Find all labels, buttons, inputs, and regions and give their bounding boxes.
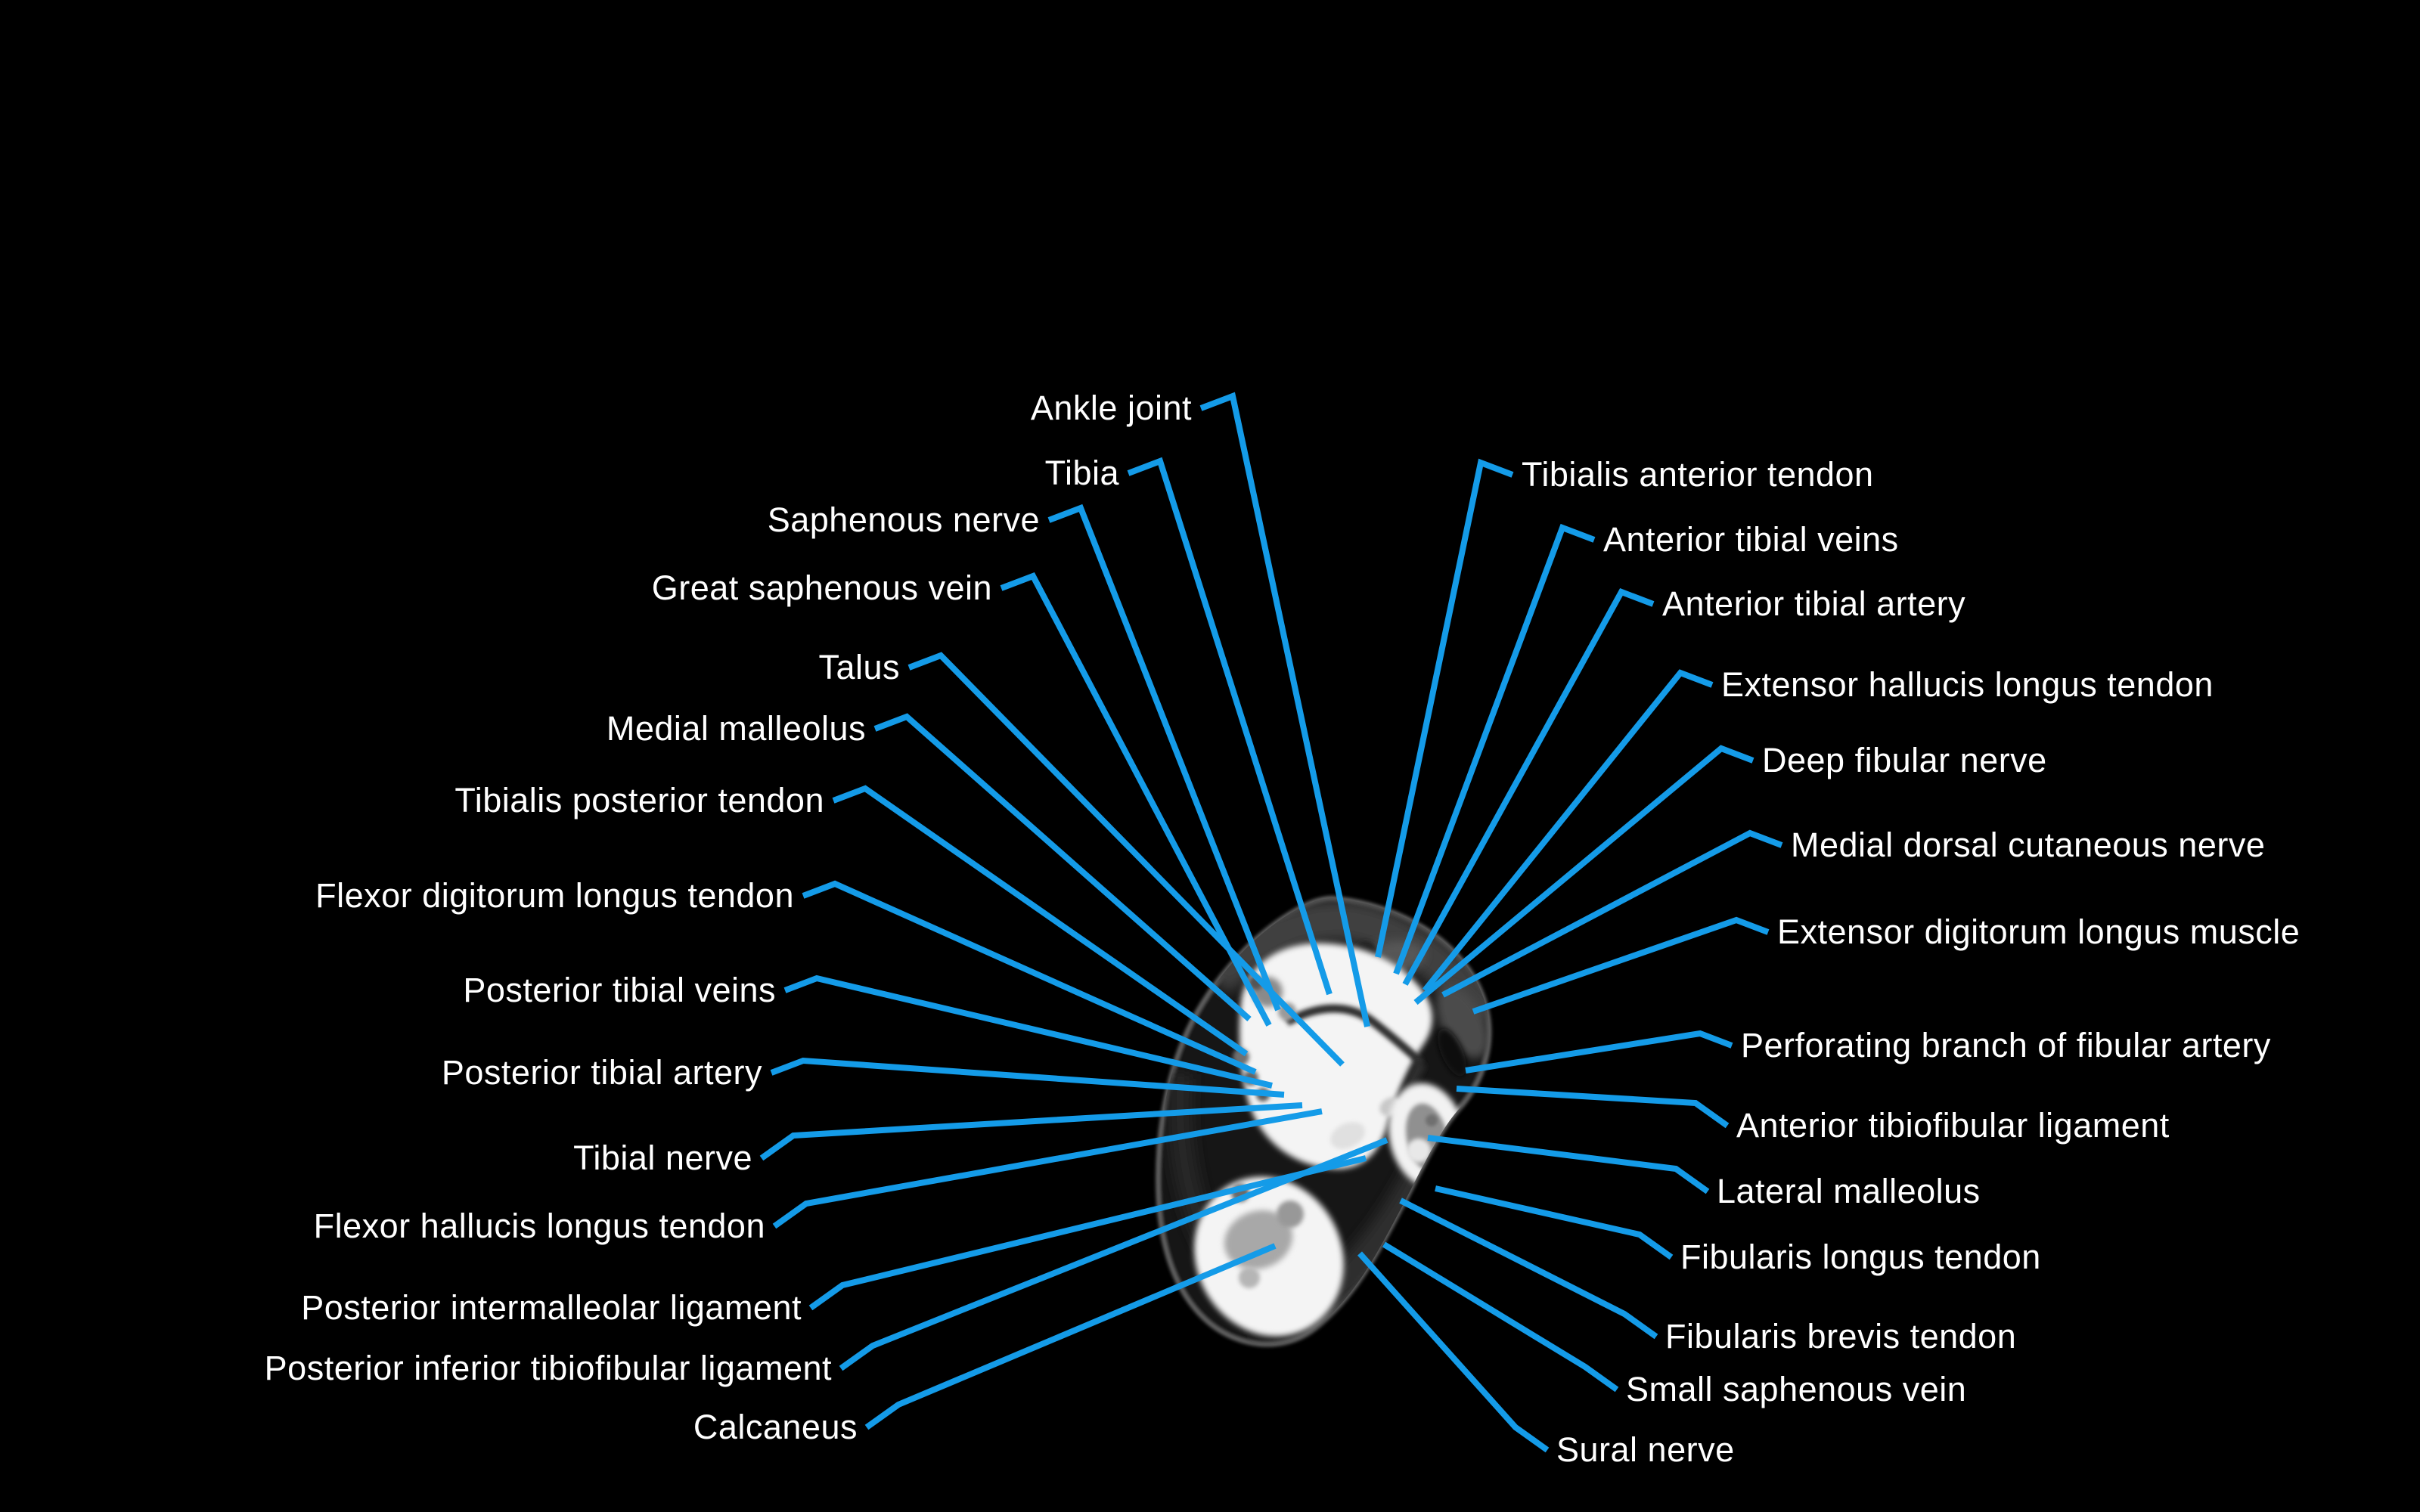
label-medial-malleolus: Medial malleolus bbox=[606, 709, 866, 748]
label-tibial-nerve: Tibial nerve bbox=[573, 1139, 752, 1178]
leader-line-medial-dorsal-cutaneous-nerve bbox=[1441, 829, 1783, 998]
label-anterior-tibial-artery: Anterior tibial artery bbox=[1662, 584, 1966, 624]
ankle-joint-line bbox=[1285, 1004, 1425, 1067]
label-lateral-malleolus: Lateral malleolus bbox=[1717, 1172, 1981, 1211]
label-anterior-tibial-veins: Anterior tibial veins bbox=[1603, 520, 1899, 559]
leader-line-sural-nerve bbox=[1357, 1251, 1550, 1453]
leader-line-tibial-nerve bbox=[759, 1102, 1303, 1161]
leader-line-anterior-tibiofibular-ligament bbox=[1456, 1086, 1730, 1129]
leader-line-posterior-inferior-tibiofibular-ligament bbox=[839, 1137, 1388, 1371]
calcaneus-trabecular-gray bbox=[1224, 1210, 1293, 1270]
leader-line-lateral-malleolus bbox=[1427, 1135, 1710, 1194]
anterolateral-dark-gap bbox=[1438, 1028, 1466, 1077]
ct-image bbox=[1156, 895, 1492, 1347]
label-anterior-tibiofibular-ligament: Anterior tibiofibular ligament bbox=[1736, 1106, 2170, 1145]
label-small-saphenous-vein: Small saphenous vein bbox=[1626, 1370, 1967, 1409]
label-tibialis-anterior-tendon: Tibialis anterior tendon bbox=[1522, 455, 1874, 494]
leader-line-calcaneus bbox=[864, 1243, 1277, 1430]
leader-line-anterior-tibial-artery bbox=[1402, 588, 1655, 986]
leader-line-posterior-tibial-veins bbox=[783, 974, 1273, 1089]
leader-line-small-saphenous-vein bbox=[1382, 1241, 1619, 1393]
leader-line-talus bbox=[908, 652, 1345, 1067]
label-calcaneus: Calcaneus bbox=[693, 1408, 858, 1447]
label-posterior-tibial-artery: Posterior tibial artery bbox=[441, 1053, 762, 1092]
leader-line-saphenous-nerve bbox=[1047, 503, 1281, 1012]
calcaneus-gray-spot-2 bbox=[1239, 1267, 1260, 1288]
leader-line-extensor-hallucis-longus-tendon bbox=[1422, 669, 1714, 993]
label-posterior-intermalleolar-ligament: Posterior intermalleolar ligament bbox=[301, 1288, 802, 1328]
label-medial-dorsal-cutaneous-nerve: Medial dorsal cutaneous nerve bbox=[1791, 826, 2266, 865]
leader-line-ankle-joint bbox=[1199, 392, 1370, 1027]
label-fibularis-longus-tendon: Fibularis longus tendon bbox=[1680, 1238, 2041, 1277]
leader-line-great-saphenous-vein bbox=[1000, 572, 1272, 1027]
leader-line-anterior-tibial-veins bbox=[1393, 523, 1596, 975]
leader-line-posterior-tibial-artery bbox=[770, 1057, 1285, 1098]
leader-line-tibialis-anterior-tendon bbox=[1375, 458, 1514, 958]
label-tibialis-posterior-tendon: Tibialis posterior tendon bbox=[455, 781, 824, 820]
label-perforating-branch-of-fibular-artery: Perforating branch of fibular artery bbox=[1741, 1026, 2271, 1065]
label-posterior-tibial-veins: Posterior tibial veins bbox=[463, 971, 776, 1010]
label-fibularis-brevis-tendon: Fibularis brevis tendon bbox=[1665, 1317, 2017, 1356]
label-tibia: Tibia bbox=[1044, 454, 1119, 493]
leader-line-deep-fibular-nerve bbox=[1413, 745, 1754, 1005]
label-posterior-inferior-tibiofibular-ligament: Posterior inferior tibiofibular ligament bbox=[264, 1349, 832, 1388]
label-ankle-joint: Ankle joint bbox=[1030, 389, 1192, 428]
label-flexor-hallucis-longus-tendon: Flexor hallucis longus tendon bbox=[313, 1207, 765, 1246]
leader-line-perforating-branch-of-fibular-artery bbox=[1465, 1030, 1733, 1074]
label-extensor-digitorum-longus-muscle: Extensor digitorum longus muscle bbox=[1777, 912, 2301, 952]
fibula-inner-dark bbox=[1426, 1114, 1438, 1126]
leader-line-tibialis-posterior-tendon bbox=[832, 785, 1249, 1057]
leader-line-tibia bbox=[1127, 457, 1333, 996]
label-talus: Talus bbox=[818, 648, 900, 687]
leader-line-medial-malleolus bbox=[873, 713, 1252, 1021]
fibula-inner-white bbox=[1407, 1139, 1431, 1163]
label-saphenous-nerve: Saphenous nerve bbox=[767, 500, 1040, 540]
label-sural-nerve: Sural nerve bbox=[1556, 1430, 1735, 1470]
leader-lines bbox=[759, 392, 1783, 1453]
leader-line-flexor-hallucis-longus-tendon bbox=[772, 1108, 1323, 1229]
leader-line-fibularis-brevis-tendon bbox=[1399, 1198, 1658, 1340]
leader-line-fibularis-longus-tendon bbox=[1435, 1185, 1674, 1260]
leader-line-flexor-digitorum-longus-tendon bbox=[802, 880, 1257, 1075]
calcaneus-gray-spot bbox=[1277, 1201, 1304, 1228]
talus-posterior-process bbox=[1330, 1122, 1365, 1149]
label-great-saphenous-vein: Great saphenous vein bbox=[651, 569, 992, 608]
label-flexor-digitorum-longus-tendon: Flexor digitorum longus tendon bbox=[315, 876, 794, 916]
label-deep-fibular-nerve: Deep fibular nerve bbox=[1762, 741, 2047, 780]
leader-line-posterior-intermalleolar-ligament bbox=[808, 1155, 1367, 1311]
leader-line-extensor-digitorum-longus-muscle bbox=[1472, 916, 1770, 1015]
bones bbox=[1194, 943, 1466, 1337]
label-extensor-hallucis-longus-tendon: Extensor hallucis longus tendon bbox=[1721, 665, 2214, 705]
